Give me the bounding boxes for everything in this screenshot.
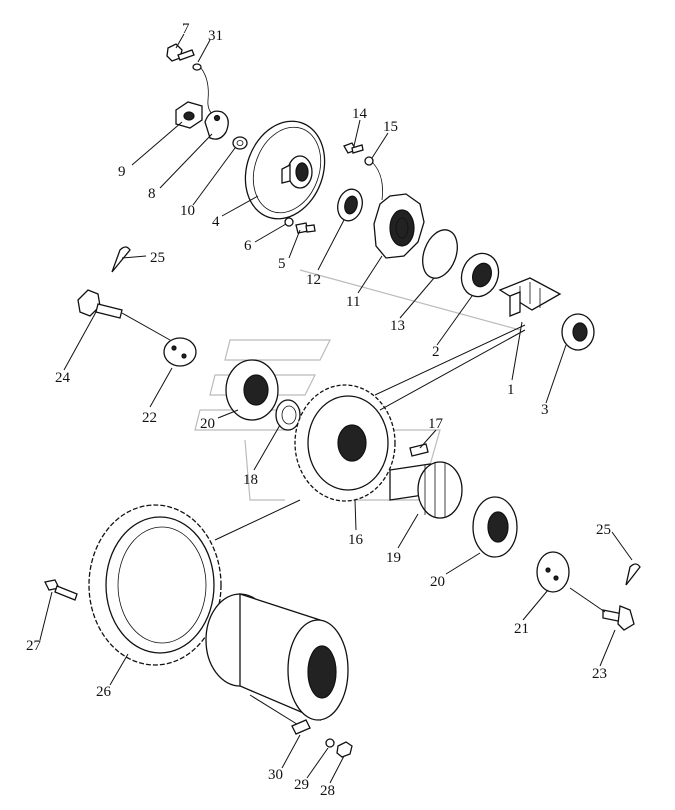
- bearing-3: [561, 313, 595, 351]
- pin-25-right: [625, 563, 641, 586]
- callout-1: 1: [507, 382, 515, 398]
- callout-23: 23: [592, 666, 607, 682]
- washer-29: [325, 738, 335, 748]
- nut-9: [175, 101, 203, 129]
- callout-25-left: 25: [150, 250, 165, 266]
- callout-9: 9: [118, 164, 126, 180]
- callout-16: 16: [348, 532, 364, 548]
- callout-28: 28: [320, 783, 335, 799]
- callout-14: 14: [352, 106, 368, 122]
- callout-7: 7: [182, 21, 190, 37]
- callout-13: 13: [390, 318, 405, 334]
- shaft-1: [498, 277, 562, 317]
- washer-6: [284, 217, 294, 227]
- callout-26: 26: [96, 684, 112, 700]
- gear-26: [88, 504, 222, 666]
- callout-6: 6: [244, 238, 252, 254]
- bolt-27: [44, 579, 78, 601]
- callout-27: 27: [26, 638, 42, 654]
- washer-15: [364, 156, 374, 166]
- callout-8: 8: [148, 186, 156, 202]
- callout-12: 12: [306, 272, 321, 288]
- callout-20-left: 20: [200, 416, 215, 432]
- gear-16: [294, 384, 396, 502]
- washer-31: [192, 63, 202, 71]
- bolt-24: [77, 289, 123, 319]
- hub-housing: [205, 593, 349, 721]
- callout-5: 5: [278, 256, 286, 272]
- callout-21: 21: [514, 621, 529, 637]
- callout-15: 15: [383, 119, 398, 135]
- plate-22: [163, 337, 197, 367]
- bearing-20-right: [472, 496, 518, 558]
- cover-plate-4: [244, 120, 326, 220]
- callout-4: 4: [212, 214, 220, 230]
- bolt-5: [295, 222, 316, 234]
- retainer-11: [373, 193, 425, 259]
- callout-labels: 7 31 9 8 10 4 6 5 14 15 12 11 13 2 1 3 2…: [26, 21, 611, 799]
- plate-8: [204, 110, 229, 140]
- bolt-7: [166, 43, 195, 62]
- callout-2: 2: [432, 344, 440, 360]
- bolt-23: [602, 605, 635, 631]
- callout-11: 11: [346, 294, 360, 310]
- callout-29: 29: [294, 777, 309, 793]
- leader-lines: [39, 33, 633, 784]
- ring-18: [275, 399, 301, 431]
- bearing-20-left: [225, 359, 279, 421]
- nut-28: [336, 741, 353, 758]
- callout-24: 24: [55, 370, 71, 386]
- callout-17: 17: [428, 416, 444, 432]
- callout-19: 19: [386, 550, 401, 566]
- bearing-2: [460, 252, 500, 298]
- callout-25-right: 25: [596, 522, 611, 538]
- callout-3: 3: [541, 402, 549, 418]
- callout-18: 18: [243, 472, 258, 488]
- pin-25-left: [111, 246, 131, 273]
- callout-10: 10: [180, 203, 195, 219]
- seal-12: [337, 188, 363, 222]
- washer-10: [232, 136, 248, 150]
- callout-31: 31: [208, 28, 223, 44]
- plate-30: [291, 719, 311, 735]
- key-17: [409, 443, 429, 457]
- plate-21: [536, 551, 570, 593]
- pinion-19: [389, 461, 463, 519]
- callout-20-right: 20: [430, 574, 445, 590]
- bolt-14: [343, 142, 364, 154]
- callout-30: 30: [268, 767, 283, 783]
- callout-22: 22: [142, 410, 157, 426]
- o-ring-13: [422, 229, 458, 279]
